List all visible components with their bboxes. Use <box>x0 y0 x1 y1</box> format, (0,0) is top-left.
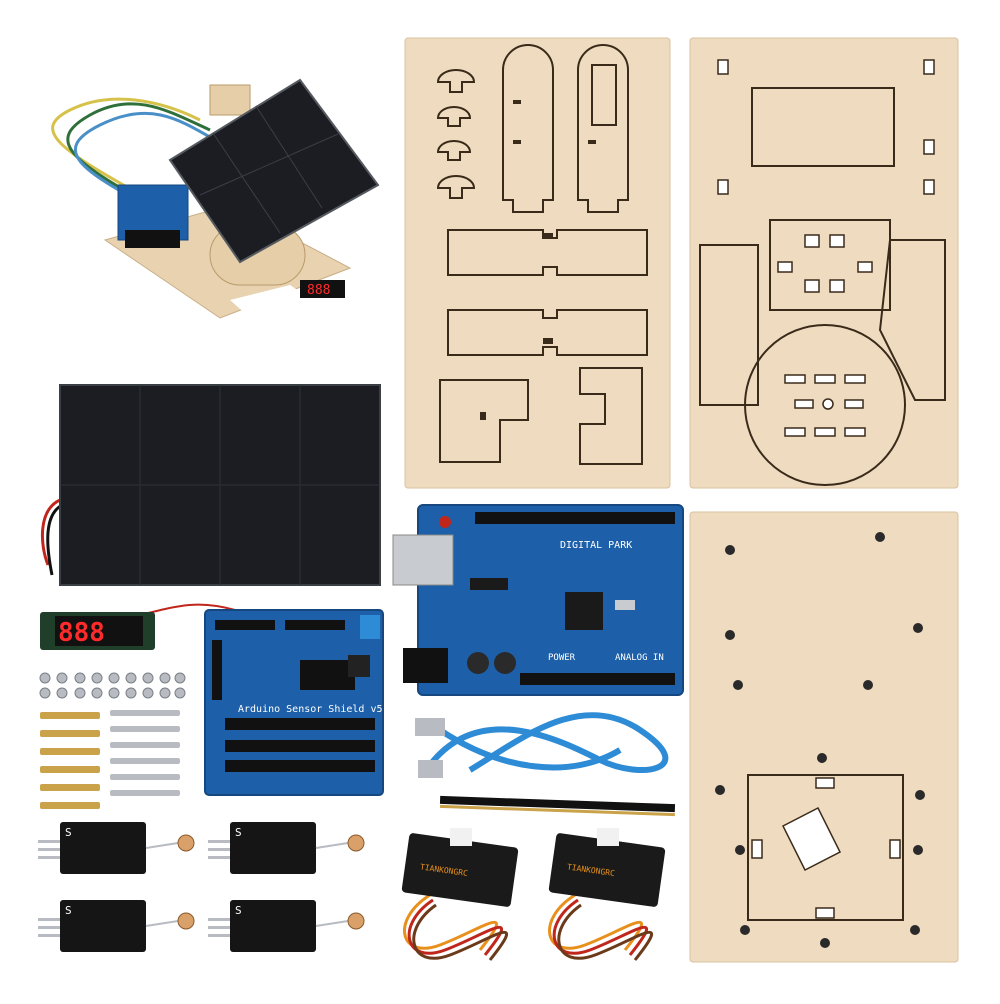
arduino-uno-board: DIGITAL PARK POWER ANALOG IN <box>392 504 684 696</box>
pin-header-strip <box>439 795 676 817</box>
sensor-pin-label: S <box>65 904 72 917</box>
light-sensor-module-2: S <box>208 822 365 874</box>
light-sensor-module-1: S <box>38 822 195 874</box>
sensor-pin-label: S <box>235 904 242 917</box>
uno-brand-label: DIGITAL PARK <box>560 540 632 551</box>
plywood-sheet-parts <box>404 37 671 489</box>
assembled-solar-tracker: 888 <box>51 78 380 325</box>
servo-motor-2: TIANKONGRC <box>548 828 666 961</box>
shield-title: Arduino Sensor Shield v5.0 <box>238 704 395 715</box>
light-sensor-module-4: S <box>208 900 365 952</box>
tracker-display-digits: 888 <box>307 283 330 298</box>
screws-and-standoffs <box>39 672 186 809</box>
solar-panel <box>40 384 381 586</box>
sensor-shield: Arduino Sensor Shield v5.0 <box>204 609 395 796</box>
plywood-base-plate <box>689 511 959 963</box>
sensor-pin-label: S <box>65 826 72 839</box>
uno-analog-label: ANALOG IN <box>615 653 664 663</box>
servo-motor-1: TIANKONGRC <box>401 828 519 961</box>
plywood-sheet-frame <box>689 37 959 489</box>
usb-cable <box>415 712 669 778</box>
voltmeter-digits: 888 <box>58 618 105 648</box>
light-sensor-module-3: S <box>38 900 195 952</box>
sensor-pin-label: S <box>235 826 242 839</box>
uno-power-label: POWER <box>548 653 576 663</box>
led-voltmeter: 888 <box>40 603 236 650</box>
light-sensor-modules: S S S S <box>38 822 365 952</box>
